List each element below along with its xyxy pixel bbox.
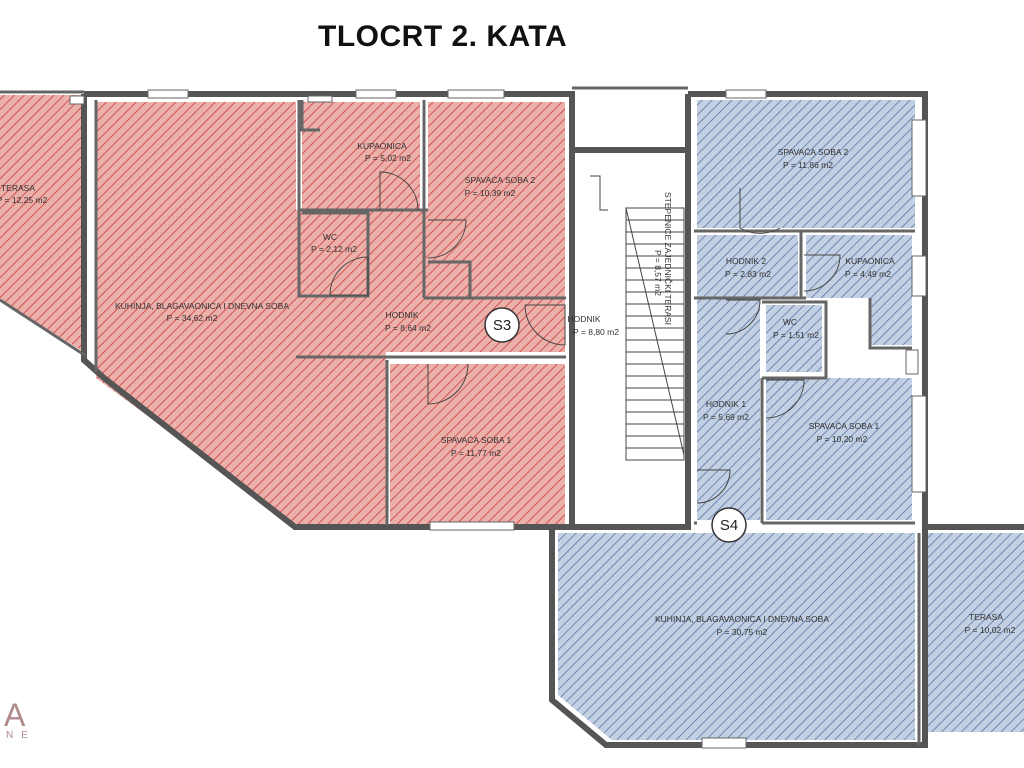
room-area-s4-spavaca2: P = 11,86 m2 xyxy=(783,160,833,170)
room-s3-terasa xyxy=(0,95,84,352)
room-label-s3-hodnik: HODNIK xyxy=(385,310,418,320)
room-s4-wc xyxy=(766,305,822,372)
room-label-stairs: STEPENICE ZAJEDNIČKI TERASI xyxy=(663,192,673,325)
room-area-s3-hodnik: P = 8,64 m2 xyxy=(385,323,431,333)
staircase xyxy=(590,175,685,461)
room-s4-kupaonica xyxy=(806,235,912,345)
room-label-s4-kupaonica: KUPAONICA xyxy=(845,256,895,266)
room-s4-terasa xyxy=(925,533,1024,732)
walls xyxy=(0,86,1024,748)
room-label-s4-spavaca2: SPAVAĆA SOBA 2 xyxy=(778,147,849,157)
room-s3-spavaca2 xyxy=(428,102,565,298)
room-label-s3-spavaca1: SPAVAĆA SOBA 1 xyxy=(441,435,512,445)
room-area-s4-wc: P = 1,51 m2 xyxy=(773,330,819,340)
unit-marker-s4: S4 xyxy=(711,507,747,543)
watermark-logo: A NE xyxy=(4,697,36,741)
room-s4-spavaca2 xyxy=(697,100,915,228)
room-area-s4-hodnik1: P = 5,69 m2 xyxy=(703,412,749,422)
room-label-s4-spavaca1: SPAVAĆA SOBA 1 xyxy=(809,421,880,431)
room-s4-hodnik2 xyxy=(697,235,798,298)
room-area-s3-kupaonica: P = 5,02 m2 xyxy=(365,153,411,163)
room-area-s4-spavaca1: P = 10,20 m2 xyxy=(817,434,868,444)
room-area-stairs: P = 8,57 m2 xyxy=(653,250,663,296)
room-label-s3-spavaca2: SPAVAĆA SOBA 2 xyxy=(465,175,536,185)
room-label-s3-kupaonica: KUPAONICA xyxy=(357,141,407,151)
room-area-s4-kuhinja: P = 30,75 m2 xyxy=(717,627,768,637)
unit-label-s3: S3 xyxy=(493,317,511,334)
room-label-common-hodnik: HODNIK xyxy=(567,314,600,324)
watermark-tag: NE xyxy=(6,730,36,741)
room-label-s4-hodnik1: HODNIK 1 xyxy=(706,399,746,409)
unit-marker-s3: S3 xyxy=(484,307,520,343)
room-label-s3-terasa: TERASA xyxy=(1,183,35,193)
windows xyxy=(69,89,927,749)
watermark-letter: A xyxy=(4,697,26,733)
room-area-s4-hodnik2: P = 2,83 m2 xyxy=(725,269,771,279)
room-s3-spavaca1 xyxy=(390,364,565,525)
room-label-s4-terasa: TERASA xyxy=(969,612,1003,622)
room-label-s4-hodnik2: HODNIK 2 xyxy=(726,256,766,266)
room-s4-kuhinja xyxy=(558,533,915,740)
room-area-s4-terasa: P = 10,02 m2 xyxy=(965,625,1016,635)
unit-s3 xyxy=(0,95,565,525)
room-labels: TERASA P = 12,25 m2 KUPAONICA P = 5,02 m… xyxy=(0,141,1016,637)
room-area-common-hodnik: P = 8,80 m2 xyxy=(573,327,619,337)
room-area-s3-spavaca1: P = 11,77 m2 xyxy=(451,448,501,458)
room-label-s4-kuhinja: KUHINJA, BLAGAVAONICA I DNEVNA SOBA xyxy=(655,614,829,624)
room-s4-hodnik1 xyxy=(697,298,760,520)
room-s3-kuhinja xyxy=(96,102,386,525)
room-label-s4-wc: WC xyxy=(783,317,797,327)
doors xyxy=(329,171,841,504)
unit-label-s4: S4 xyxy=(720,517,738,534)
room-label-s3-wc: WC xyxy=(323,232,337,242)
page-title: TLOCRT 2. KATA xyxy=(318,20,568,53)
room-label-s3-kuhinja: KUHINJA, BLAGAVAONICA I DNEVNA SOBA xyxy=(115,301,289,311)
room-area-s3-wc: P = 2,12 m2 xyxy=(311,244,357,254)
room-s3-kupaonica xyxy=(302,102,420,210)
room-area-s3-spavaca2: P = 10,39 m2 xyxy=(465,188,516,198)
room-area-s3-terasa: P = 12,25 m2 xyxy=(0,195,48,205)
unit-s4 xyxy=(558,100,1024,740)
room-area-s4-kupaonica: P = 4,49 m2 xyxy=(845,269,891,279)
room-s4-spavaca1 xyxy=(766,378,912,520)
room-area-s3-kuhinja: P = 34,62 m2 xyxy=(167,313,218,323)
